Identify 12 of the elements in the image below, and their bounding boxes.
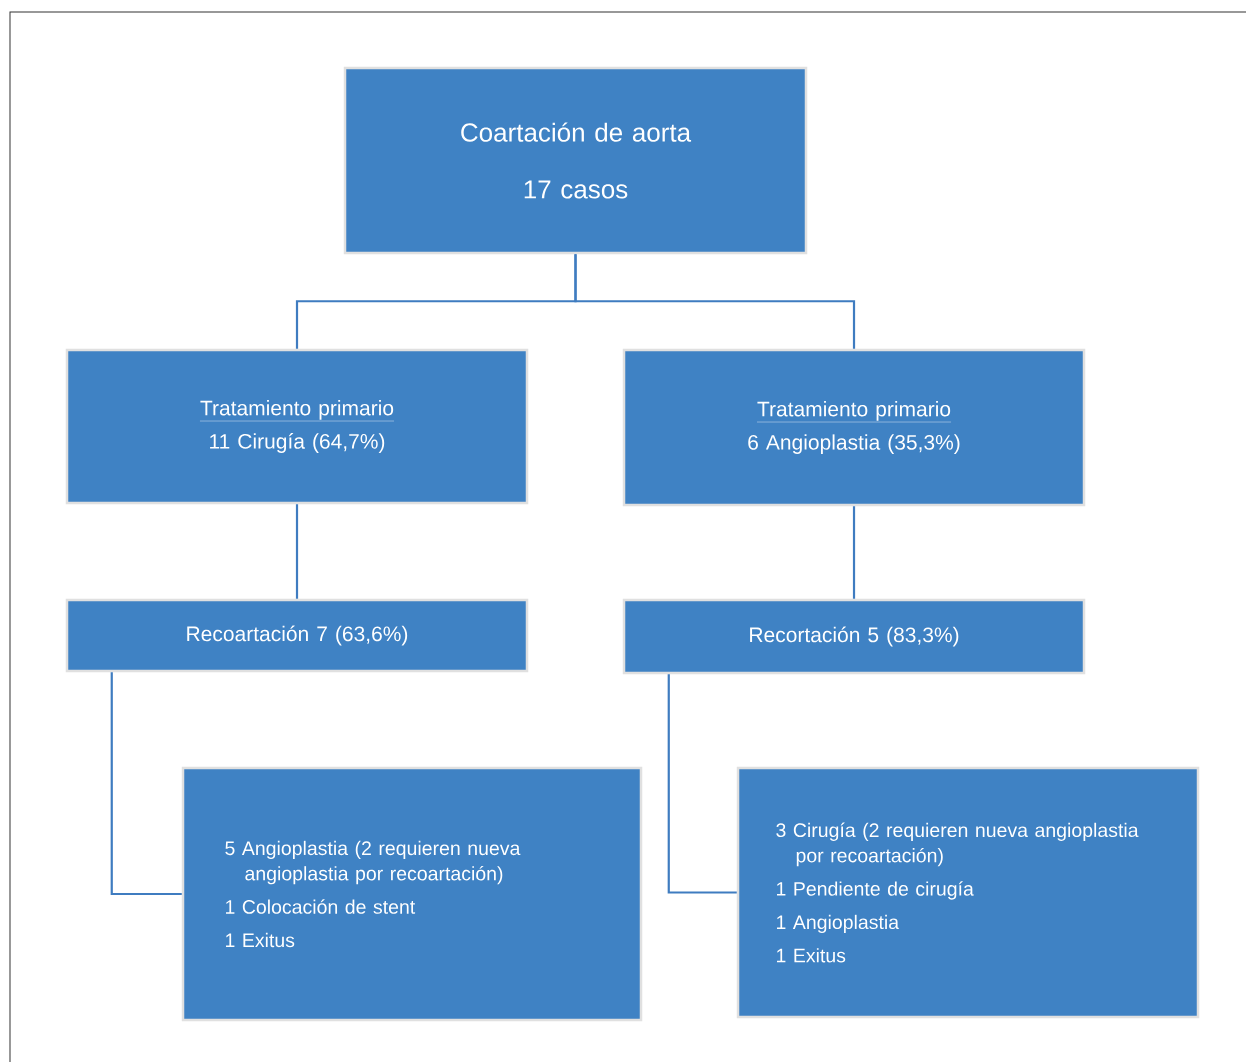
connector-line bbox=[295, 504, 299, 599]
connector-line bbox=[852, 506, 856, 599]
outcome-box: 5 Angioplastia (2 requieren nueva angioplastia por recoartación) 1 Colocación de stent 1 Exitus bbox=[181, 766, 643, 1022]
title-box: Coartación de aorta 17 casos bbox=[343, 66, 808, 255]
connector-line bbox=[110, 672, 182, 896]
process-box: Tratamiento primario 11 Cirugía (64,7%) bbox=[65, 348, 529, 505]
process-box: Tratamiento primario 6 Angioplastia (35,3%) bbox=[622, 348, 1086, 507]
process-box: Recoartación 7 (63,6%) bbox=[65, 598, 529, 673]
outcome-box: 3 Cirugía (2 requieren nueva angioplastia por recoartación) 1 Pendiente de cirugía 1 Angioplastia 1 Exitus bbox=[736, 766, 1200, 1019]
connector-line bbox=[574, 254, 856, 349]
process-box: Recortación 5 (83,3%) bbox=[622, 598, 1086, 675]
connector-line bbox=[667, 674, 737, 894]
